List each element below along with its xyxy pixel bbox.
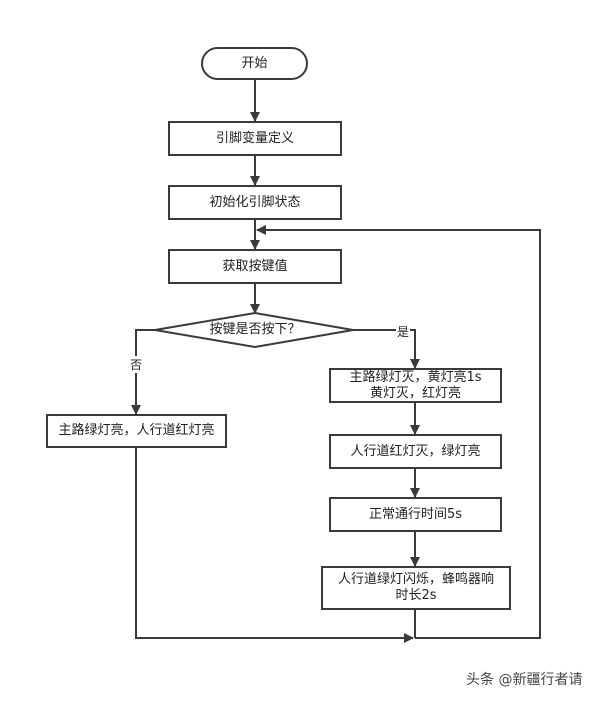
step3-label: 正常通行时间5s [368,506,463,522]
edge-left-merge [135,447,414,643]
watermark-text: 头条 @新疆行者请 [466,672,583,688]
decision-label: 按键是否按下？ [209,322,301,337]
step3-node: 正常通行时间5s [329,497,502,532]
start-label: 开始 [241,55,268,71]
step1-line1: 主路绿灯灭，黄灯亮1s [349,369,482,385]
yes-label: 是 [396,323,411,340]
get-key-node: 获取按键值 [168,249,342,284]
step1-line2: 黄灯灭，红灯亮 [369,385,461,401]
decision-diamond [154,311,354,349]
start-node: 开始 [201,47,308,80]
step4-node: 人行道绿灯闪烁，蜂鸣器响 时长2s [321,566,511,610]
edge-loop-back [256,225,541,639]
step4-line1: 人行道绿灯闪烁，蜂鸣器响 [337,572,494,587]
step1-node: 主路绿灯灭，黄灯亮1s 黄灯灭，红灯亮 [329,368,502,403]
init-pins-label: 初始化引脚状态 [209,194,301,210]
no-label: 否 [129,356,144,373]
step2-label: 人行道红灯灭，绿灯亮 [350,443,481,459]
get-key-label: 获取按键值 [222,258,288,274]
edge-decision-yes [353,329,420,369]
step4-line2: 时长2s [395,588,437,603]
main-green-ped-red-label: 主路绿灯亮，人行道红灯亮 [58,423,215,438]
init-pins-node: 初始化引脚状态 [168,185,342,220]
main-green-ped-red-node: 主路绿灯亮，人行道红灯亮 [46,414,227,448]
step2-node: 人行道红灯灭，绿灯亮 [329,434,502,469]
edge-decision-no [131,329,155,415]
define-pins-node: 引脚变量定义 [168,121,342,156]
define-pins-label: 引脚变量定义 [215,130,294,146]
